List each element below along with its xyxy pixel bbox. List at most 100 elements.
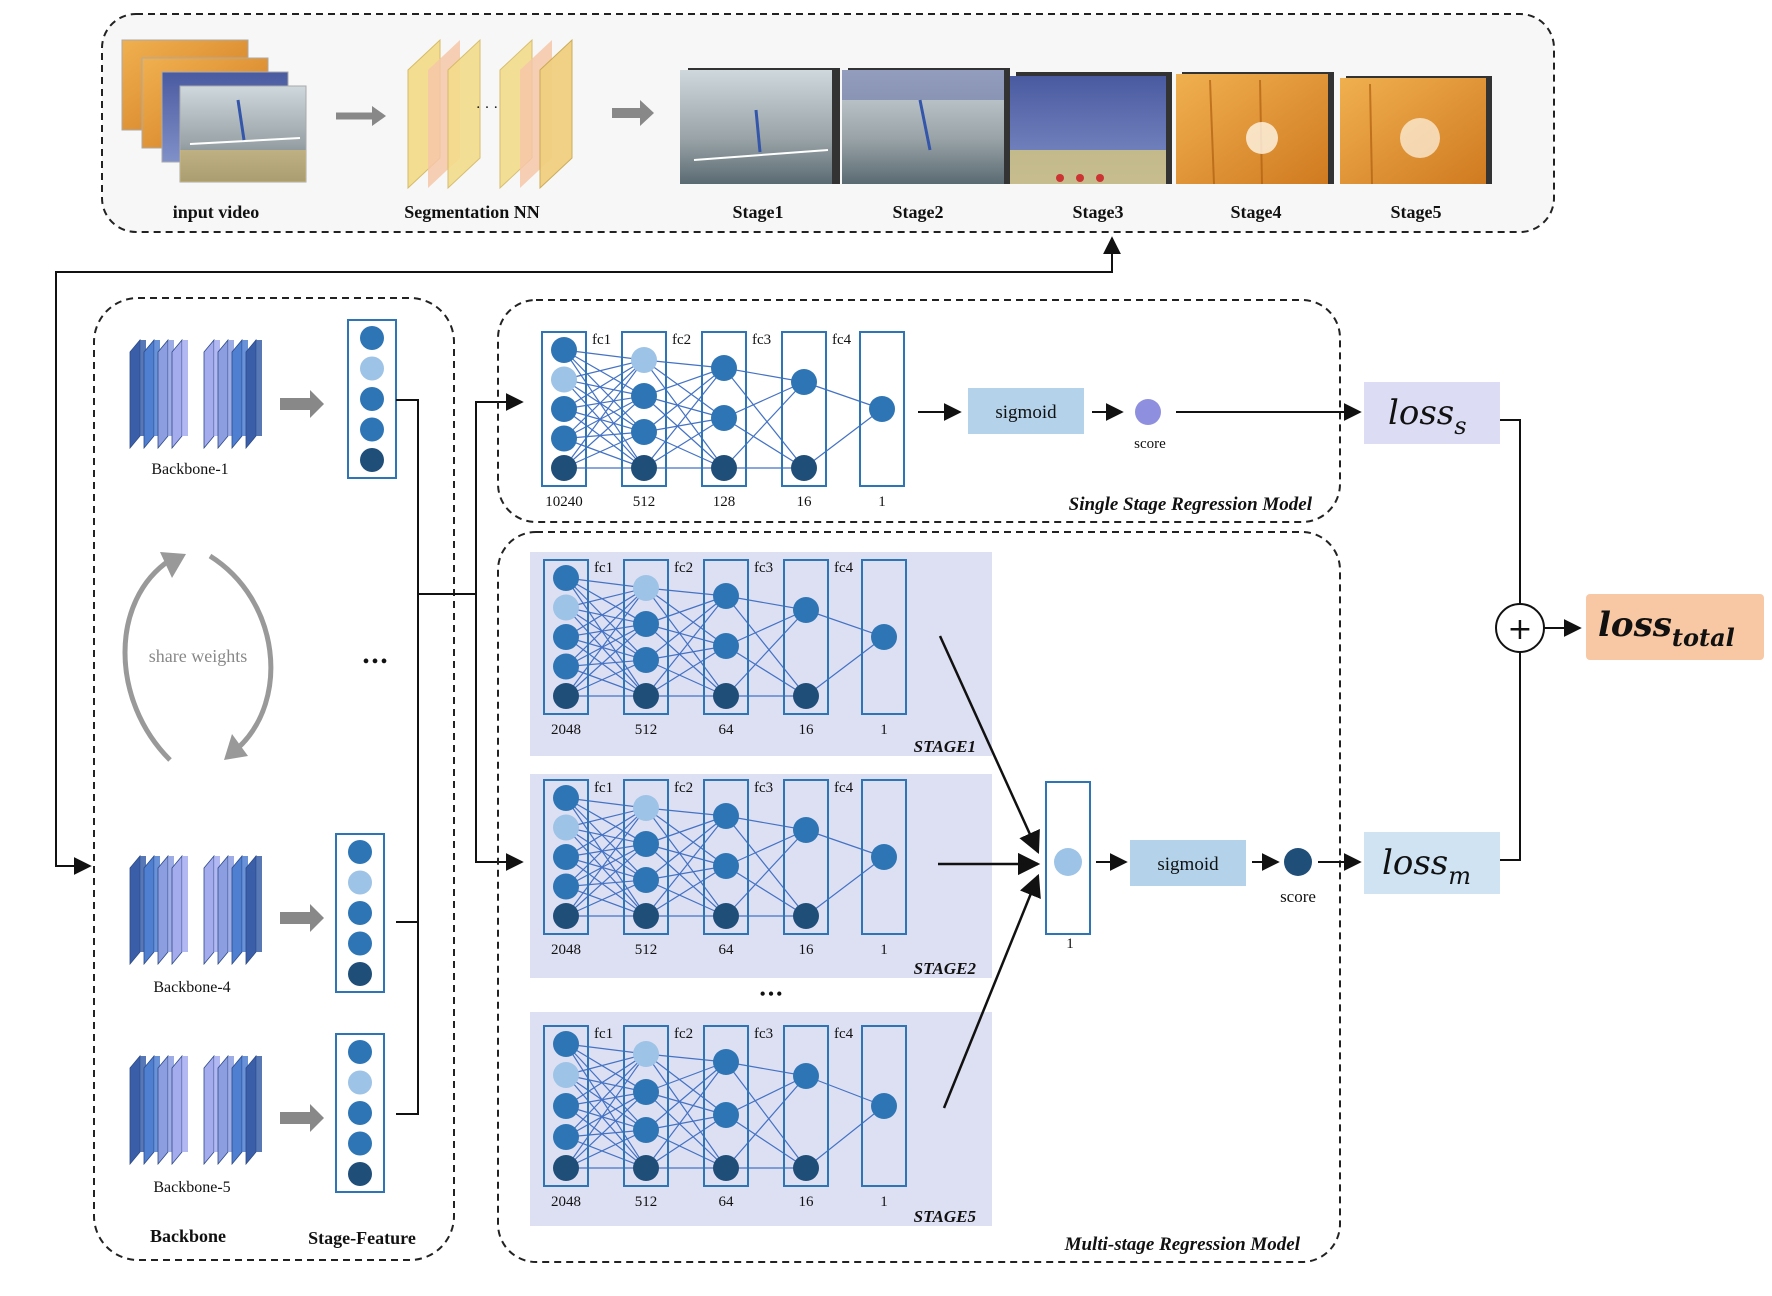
fc-edge	[565, 606, 647, 625]
network-node	[551, 337, 577, 363]
backbone-layer-side	[140, 856, 146, 952]
backbone-layer-side	[242, 856, 248, 952]
fc-edge	[565, 623, 647, 638]
fc-edge	[563, 395, 645, 440]
fc-edge	[645, 843, 727, 867]
fc-edge	[565, 843, 647, 917]
loss-m-label: lossm	[1382, 843, 1471, 890]
backbone-layer-side	[154, 340, 160, 436]
sum-operator-label: +	[1507, 612, 1532, 647]
fc-edge	[565, 1105, 647, 1169]
feature-node	[348, 870, 372, 895]
arrow-stage5-to-combine	[942, 873, 1041, 1109]
fc-edge	[565, 797, 647, 809]
fc-edge	[563, 349, 645, 469]
fc-edge	[643, 367, 725, 433]
single-score-label: score	[1134, 436, 1166, 452]
connector-loss-m-to-sum	[1500, 652, 1521, 861]
stage2-thumbnail	[842, 68, 1010, 184]
arrow-backbone-1	[280, 390, 324, 418]
fc-edge	[645, 1053, 727, 1116]
fc-edge	[643, 417, 725, 433]
fc-label: fc2	[674, 1026, 693, 1042]
backbone-layer	[217, 854, 229, 966]
network-node	[553, 624, 579, 650]
fc-edge	[565, 1053, 647, 1107]
backbone-layer	[245, 1054, 257, 1166]
backbone-4-icon	[129, 854, 262, 966]
segmentation-nn-icon: · · ·	[407, 38, 573, 190]
fc-edge	[643, 367, 725, 469]
fc-edge	[565, 827, 647, 917]
fc-edge	[565, 623, 647, 697]
fc-edge	[565, 636, 647, 661]
layer-size-label: 512	[635, 1194, 658, 1210]
stage2-name: STAGE2	[914, 959, 977, 978]
backbone-layer	[217, 1054, 229, 1166]
fc-edge	[565, 577, 647, 661]
stage3-label: Stage3	[1073, 202, 1124, 222]
fc-edge	[563, 378, 645, 397]
network-node	[711, 405, 737, 431]
fc-edge	[565, 1043, 647, 1055]
fc-edge	[805, 1075, 885, 1107]
layer-size-label: 16	[799, 1194, 815, 1210]
feature-node	[348, 1040, 372, 1064]
fc-edge	[803, 408, 883, 469]
layer-size-label: 2048	[551, 942, 581, 958]
network-node	[553, 1093, 579, 1119]
fc-edge	[565, 1053, 647, 1169]
fc-edge	[565, 577, 647, 697]
fc-label: fc1	[592, 332, 611, 348]
layer-frame	[623, 1025, 669, 1187]
fc-edge	[725, 829, 807, 867]
backbone-layer	[203, 854, 215, 966]
layer-size-label: 128	[713, 494, 736, 510]
feature-node	[360, 448, 384, 472]
fc-edge	[645, 807, 727, 817]
fc-edge	[565, 1105, 647, 1131]
network-node	[553, 785, 579, 811]
stage-feature-1	[347, 319, 397, 479]
loss-total-label: losstotal	[1598, 605, 1735, 652]
fc-edge	[565, 879, 647, 888]
fc-edge	[643, 367, 725, 397]
fc-edge	[725, 829, 807, 917]
network-node	[869, 396, 895, 422]
fc-edge	[803, 381, 883, 410]
fc-edge	[645, 1061, 727, 1169]
network-node	[633, 611, 659, 637]
network-node	[633, 1155, 659, 1181]
layer-size-label: 512	[635, 942, 658, 958]
backbone-layer	[129, 338, 141, 450]
fc-edge	[563, 359, 645, 439]
fc-edge	[565, 1129, 647, 1169]
fc-edge	[723, 367, 805, 383]
fc-edge	[565, 577, 647, 589]
backbone-layer-side	[256, 856, 262, 952]
fc-label: fc3	[752, 332, 771, 348]
network-node	[551, 455, 577, 481]
network-node	[713, 803, 739, 829]
fc-edge	[643, 431, 725, 469]
network-node	[553, 653, 579, 680]
stage-feature-5	[335, 1033, 385, 1193]
fc-edge	[565, 577, 647, 625]
network-node	[633, 831, 659, 857]
network-node	[793, 1063, 819, 1089]
network-node	[553, 1031, 579, 1057]
backbone-layer	[143, 1054, 155, 1166]
arrow-to-single-model	[475, 393, 524, 594]
multi-stage-panel	[497, 531, 1341, 1263]
fc-label: fc3	[754, 560, 773, 576]
feature-node	[348, 1131, 372, 1156]
backbone-layer	[245, 854, 257, 966]
fc-edge	[645, 623, 727, 697]
network-node	[713, 1155, 739, 1181]
fc-label: fc1	[594, 780, 613, 796]
network-node	[713, 683, 739, 709]
fc-edge	[723, 367, 805, 469]
layer-size-label: 1	[878, 494, 886, 510]
fc-edge	[645, 587, 727, 697]
